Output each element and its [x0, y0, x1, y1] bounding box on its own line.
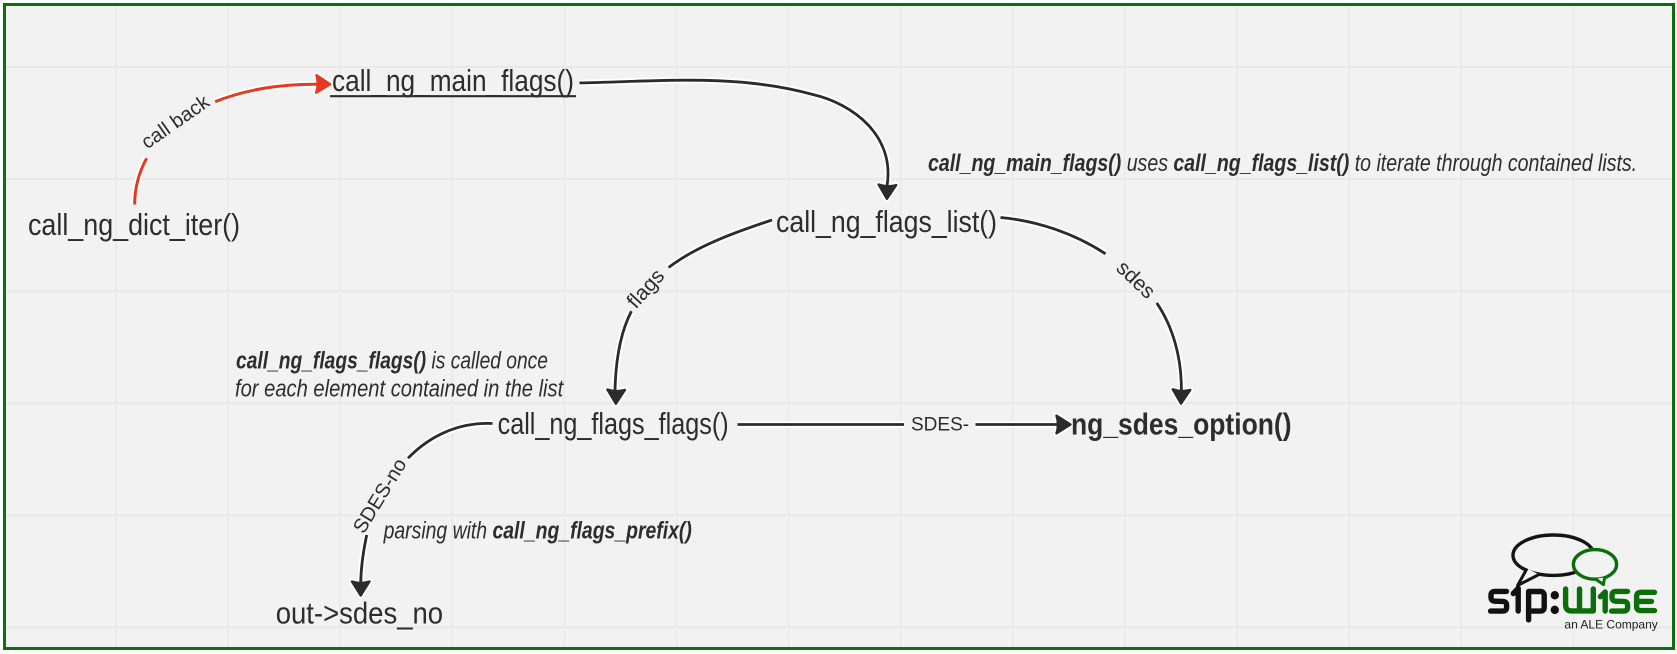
sipwise-wordmark [1487, 585, 1658, 623]
casing-mainflags-line [580, 80, 889, 187]
casing-flags-1-line [669, 220, 772, 268]
note-part: parsing with [383, 516, 493, 543]
node-call-ng-flags-flags: call_ng_flags_flags() [498, 406, 729, 441]
edge-flagsflags-to-sdesoption [738, 416, 1071, 434]
logo-tagline: an ALE Company [1564, 618, 1657, 632]
wordmark-letter-w [1562, 586, 1596, 614]
node-ng-sdes-option: ng_sdes_option() [1071, 408, 1292, 442]
note-part-bold: call_ng_main_flags() [928, 149, 1121, 176]
note-prefix: parsing with call_ng_flags_prefix() [383, 516, 692, 543]
logo-black-bubble-tail [1516, 567, 1540, 587]
edge-flagslist-to-sdesoption [1001, 218, 1191, 404]
wordmark-letter-i1 [1510, 585, 1521, 614]
note-flags-flags-line1: call_ng_flags_flags() is called once [236, 346, 548, 374]
logo-green-bubble-tail [1594, 576, 1607, 587]
edge-flagslist-to-flagsflags [607, 220, 772, 404]
edge-sdes-segment-2 [1155, 301, 1183, 393]
note-part-bold: call_ng_flags_flags() [236, 346, 426, 374]
edge-label-call-back: call back [137, 90, 214, 153]
edge-label-sdes: sdes [1112, 256, 1160, 303]
note-part: to iterate through contained lists. [1349, 149, 1637, 176]
note-part: uses [1121, 149, 1173, 176]
edge-sdes-segment-1 [999, 216, 1107, 256]
logo-green-bubble [1571, 547, 1619, 581]
casing-sdes-1-line [1001, 218, 1106, 254]
edge-sdesno-segment-1 [406, 422, 494, 460]
note-part-bold: call_ng_flags_prefix() [492, 516, 691, 543]
edge-label-flags: flags [622, 265, 669, 313]
node-call-ng-flags-list: call_ng_flags_list() [776, 205, 997, 239]
wordmark-letter-s2 [1608, 588, 1631, 614]
node-call-ng-dict-iter: call_ng_dict_iter() [28, 208, 240, 242]
note-part-bold: call_ng_flags_list() [1173, 149, 1349, 176]
edge-mainflags-to-flagslist [580, 80, 897, 199]
sipwise-logo-bubbles [1511, 533, 1619, 587]
wordmark-letter-e [1633, 589, 1658, 614]
wordmark-letter-i2 [1597, 589, 1608, 614]
node-call-ng-main-flags: call_ng_main_flags() [332, 64, 574, 99]
note-flags-flags: call_ng_flags_flags() is called once for… [235, 346, 564, 402]
wordmark-letter-s1 [1487, 588, 1510, 614]
edge-mainflags-flagslist-path [578, 78, 890, 189]
note-main-flags: call_ng_main_flags() uses call_ng_flags_… [928, 149, 1637, 176]
node-call-ng-main-flags-group: call_ng_main_flags() [330, 64, 576, 99]
node-out-sdes-no: out->sdes_no [276, 596, 443, 631]
wordmark-letter-p [1525, 588, 1547, 623]
note-flags-flags-line2: for each element contained in the list [235, 375, 564, 402]
note-part: is called once [426, 346, 548, 374]
edge-label-sdes-dash: SDES- [911, 414, 969, 435]
sipwise-logo: an ALE Company [1487, 533, 1658, 632]
